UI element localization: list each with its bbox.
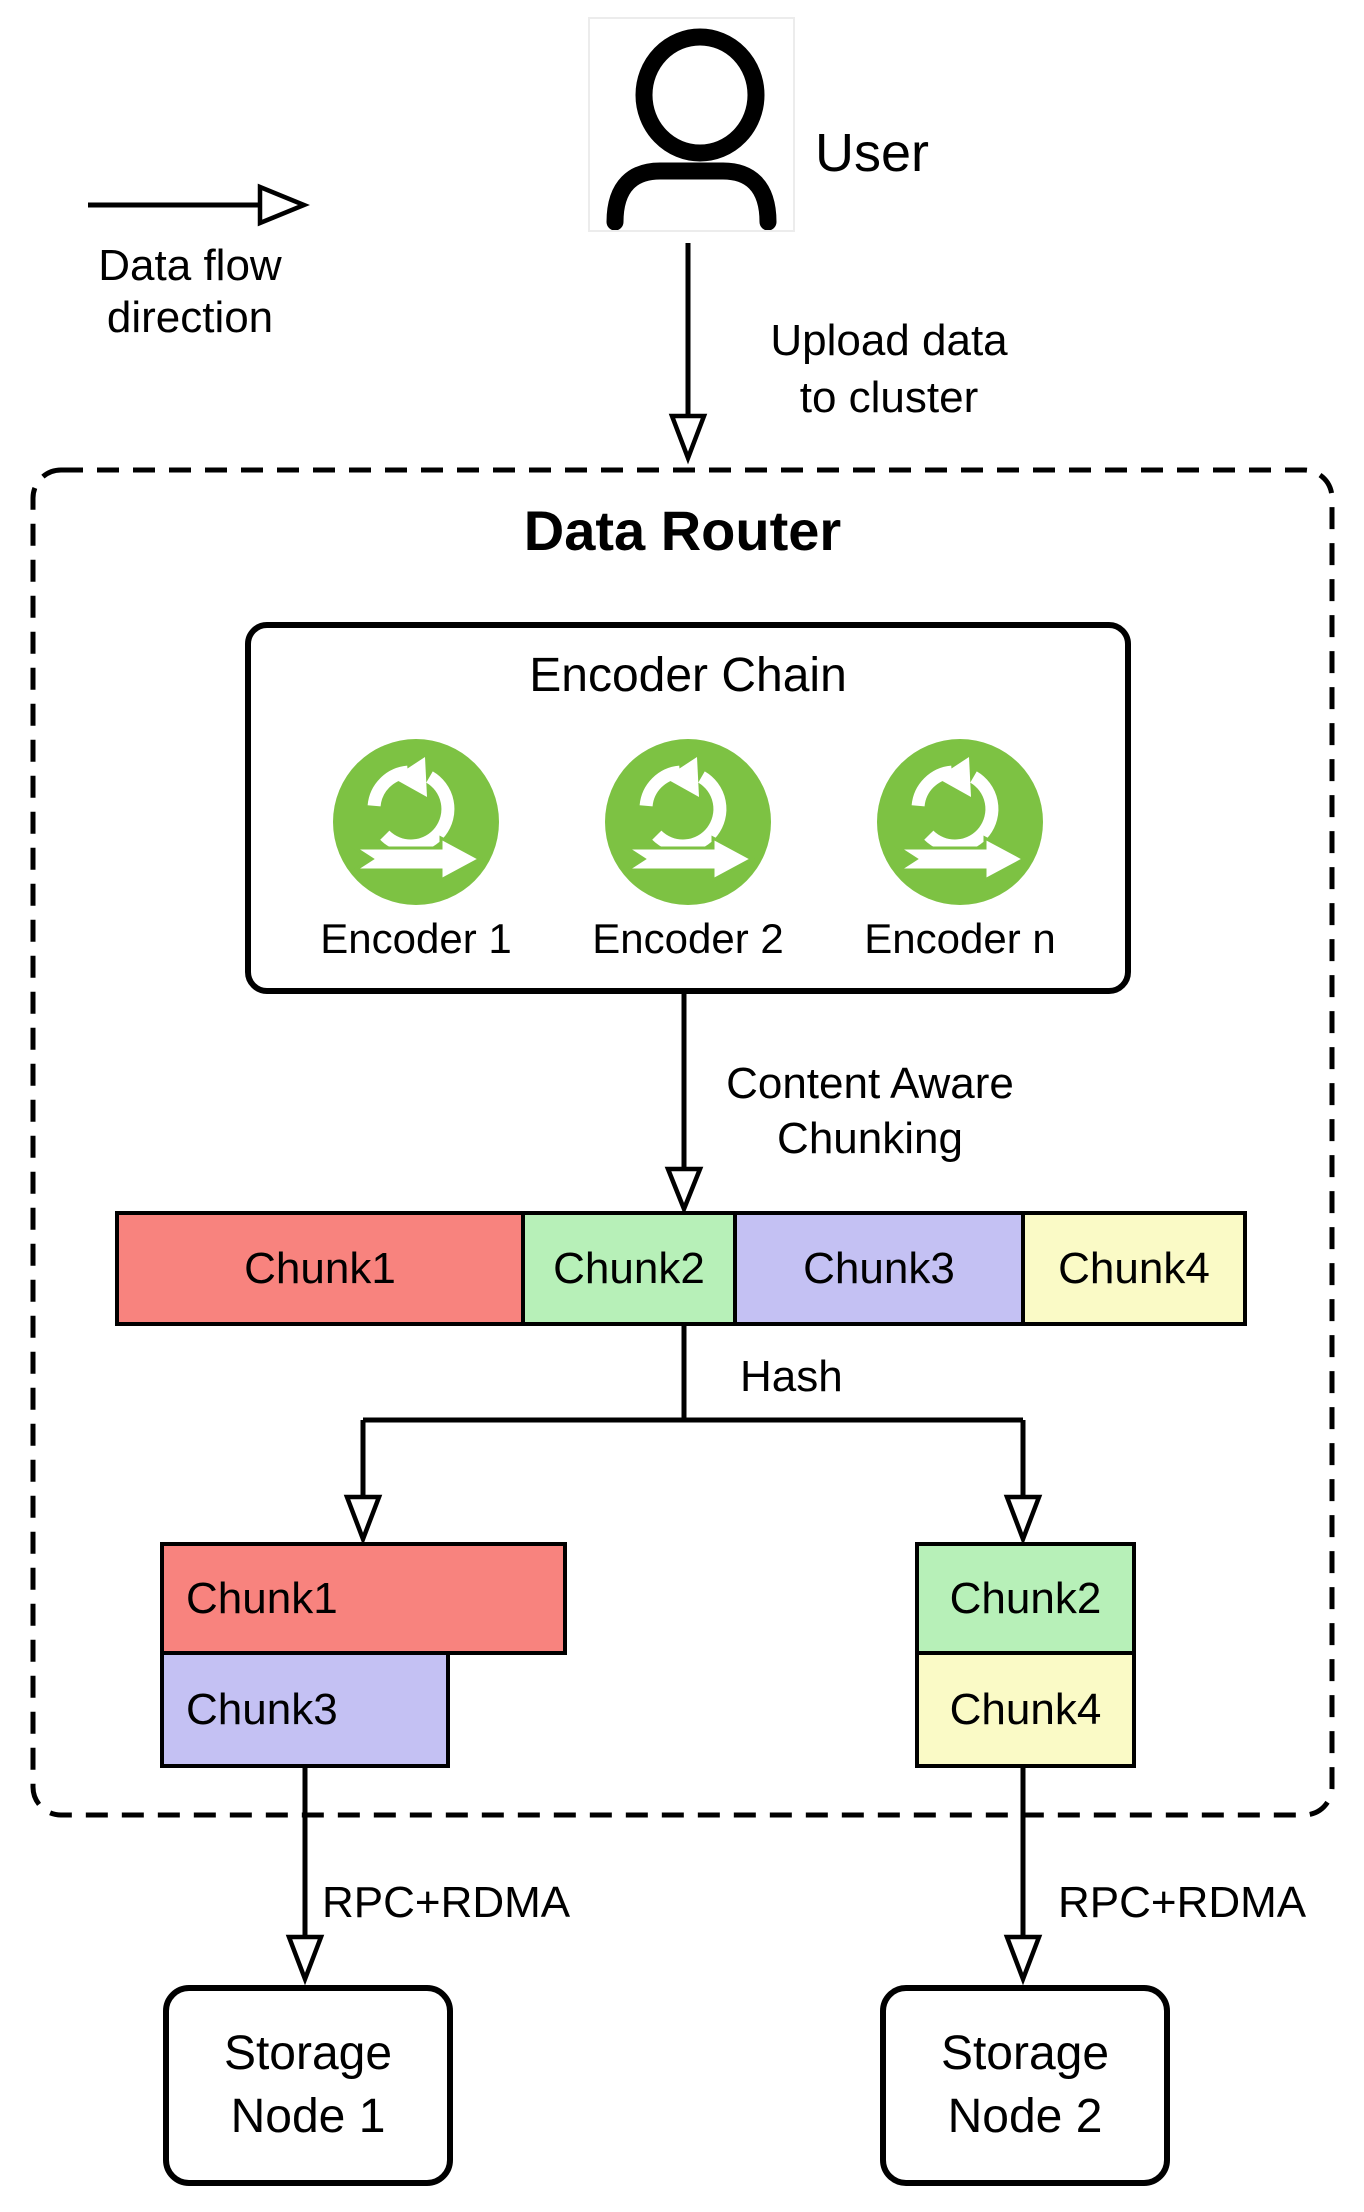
upload-data-label: Upload data to cluster <box>739 312 1039 426</box>
upload-line1: Upload data <box>770 316 1008 365</box>
sprint-iteration-icon <box>877 739 1043 905</box>
node2-chunk4-box: Chunk4 <box>915 1651 1136 1768</box>
content-aware-chunking-label: Content Aware Chunking <box>714 1056 1026 1166</box>
down-arrowhead-icon <box>664 1166 704 1216</box>
rpc-rdma-left-label: RPC+RDMA <box>322 1878 571 1927</box>
storage-node-1-box: Storage Node 1 <box>163 1985 453 2186</box>
down-arrowhead-icon <box>285 1934 325 1986</box>
chunking-line2: Chunking <box>777 1114 963 1163</box>
user-label: User <box>815 123 930 183</box>
right-arrowhead-icon <box>257 183 310 227</box>
rpc-rdma-right-label: RPC+RDMA <box>1058 1878 1307 1927</box>
node1-chunk1-box: Chunk1 <box>160 1542 567 1655</box>
legend-line1: Data flow <box>98 241 282 290</box>
encoder-n-label: Encoder n <box>864 915 1056 962</box>
encoder-1-label: Encoder 1 <box>320 915 512 962</box>
storage2-line1: Storage <box>940 2027 1110 2081</box>
storage1-line2: Node 1 <box>230 2089 386 2143</box>
hash-label: Hash <box>740 1352 843 1401</box>
chunk1-segment: Chunk1 <box>119 1215 525 1322</box>
encoder-2-label: Encoder 2 <box>592 915 784 962</box>
node2-chunk2-box: Chunk2 <box>915 1542 1136 1655</box>
storage-node-2-box: Storage Node 2 <box>880 1985 1170 2186</box>
chunking-line1: Content Aware <box>726 1059 1014 1108</box>
down-arrowhead-icon <box>1003 1934 1043 1986</box>
user-image <box>588 17 795 232</box>
chunk4-segment: Chunk4 <box>1025 1215 1243 1322</box>
data-router-title: Data Router <box>523 499 842 562</box>
person-icon <box>606 28 777 231</box>
chunk2-segment: Chunk2 <box>525 1215 737 1322</box>
down-arrowhead-icon <box>1003 1494 1043 1546</box>
storage2-line2: Node 2 <box>947 2089 1103 2143</box>
storage1-line1: Storage <box>223 2027 393 2081</box>
upload-line2: to cluster <box>799 373 979 423</box>
node1-chunk3-box: Chunk3 <box>160 1651 450 1768</box>
legend-line2: direction <box>106 292 274 342</box>
chunk-bar: Chunk1 Chunk2 Chunk3 Chunk4 <box>115 1211 1247 1326</box>
sprint-iteration-icon <box>605 739 771 905</box>
sprint-iteration-icon <box>333 739 499 905</box>
down-arrowhead-icon <box>343 1494 383 1546</box>
chunk3-segment: Chunk3 <box>737 1215 1025 1322</box>
encoder-chain-title: Encoder Chain <box>529 649 847 702</box>
data-flow-legend: Data flow direction <box>60 240 320 344</box>
down-arrowhead-icon <box>668 413 708 465</box>
